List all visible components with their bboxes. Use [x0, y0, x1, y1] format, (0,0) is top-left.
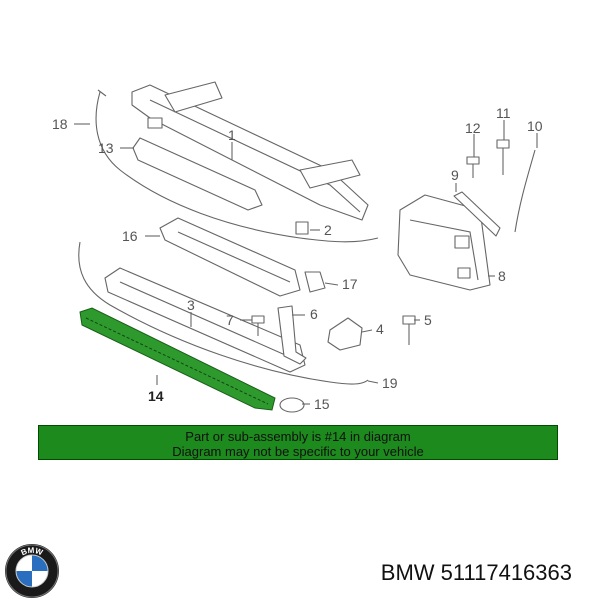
part-6-bracket: [277, 305, 307, 365]
banner-line-1: Part or sub-assembly is #14 in diagram: [185, 429, 411, 444]
part-12-screw: [466, 156, 480, 178]
part-13-upper-reinforcement: [132, 137, 263, 211]
part-18-trim-strip: [95, 91, 379, 243]
callout-12: 12: [465, 120, 481, 136]
callout-7: 7: [226, 312, 234, 328]
callout-15: 15: [314, 396, 330, 412]
callout-16: 16: [122, 228, 138, 244]
part-5-bolt: [402, 315, 416, 345]
part-3-lower-cover: [104, 267, 306, 373]
callout-3: 3: [187, 297, 195, 313]
part-16-lower-support: [159, 217, 301, 297]
callout-17: 17: [342, 276, 358, 292]
callout-11: 11: [496, 105, 511, 121]
callout-8: 8: [498, 268, 506, 284]
parts-diagram: 1 2 3 4 5 6 7 8 9 10 11 12 13 14 15 16 1…: [52, 81, 543, 413]
callout-14: 14: [148, 388, 164, 404]
callout-1: 1: [228, 127, 236, 143]
part-4-mount: [327, 317, 363, 351]
part-1-carrier-beam: [131, 81, 369, 221]
part-19-lower-trim: [78, 241, 369, 385]
part-9-strip: [453, 191, 501, 237]
banner-line-2: Diagram may not be specific to your vehi…: [172, 444, 424, 459]
part-8-crash-box: [397, 194, 491, 291]
callout-2: 2: [324, 222, 332, 238]
callout-10: 10: [527, 118, 543, 134]
part-number: BMW 51117416363: [380, 560, 572, 585]
info-banner: Part or sub-assembly is #14 in diagram D…: [38, 425, 558, 460]
callout-9: 9: [451, 167, 459, 183]
svg-text:BMW: BMW: [20, 546, 45, 558]
callout-13: 13: [98, 140, 114, 156]
callout-18: 18: [52, 116, 68, 132]
callout-5: 5: [424, 312, 432, 328]
part-14-grille-highlighted: [79, 307, 276, 411]
part-2-clip: [295, 221, 309, 235]
part-17-clip: [304, 271, 326, 293]
callout-6: 6: [310, 306, 318, 322]
callout-4: 4: [376, 321, 384, 337]
part-11-bolt: [496, 139, 510, 175]
leader-lines: [74, 120, 538, 405]
part-10-rod: [514, 149, 536, 233]
bmw-logo: BMW: [5, 544, 59, 598]
part-15-grommet: [279, 397, 305, 413]
callout-19: 19: [382, 375, 398, 391]
